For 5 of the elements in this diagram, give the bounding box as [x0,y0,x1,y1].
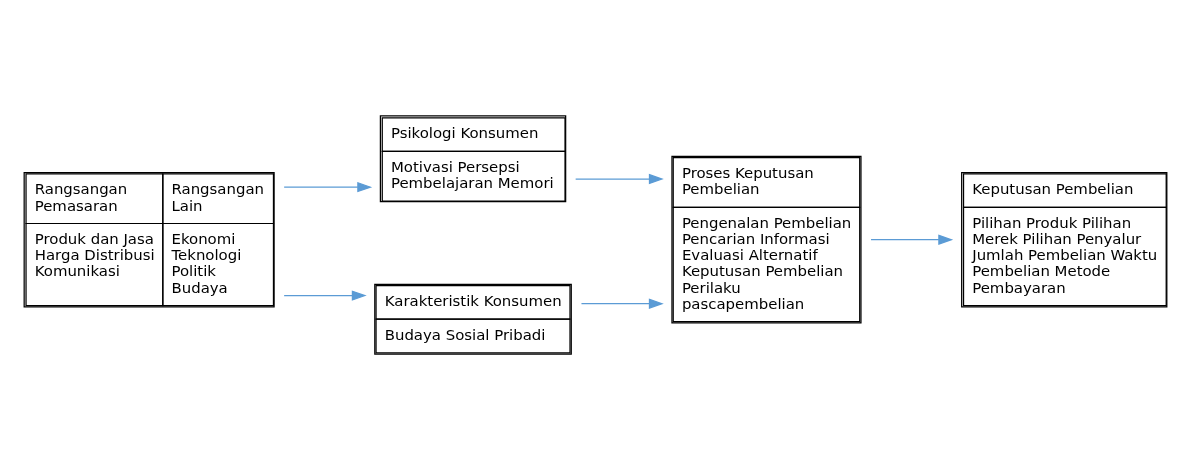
arrow [870,234,954,245]
arrow [283,290,367,301]
arrow [575,173,664,185]
arrow [580,298,664,309]
arrow [283,181,373,193]
